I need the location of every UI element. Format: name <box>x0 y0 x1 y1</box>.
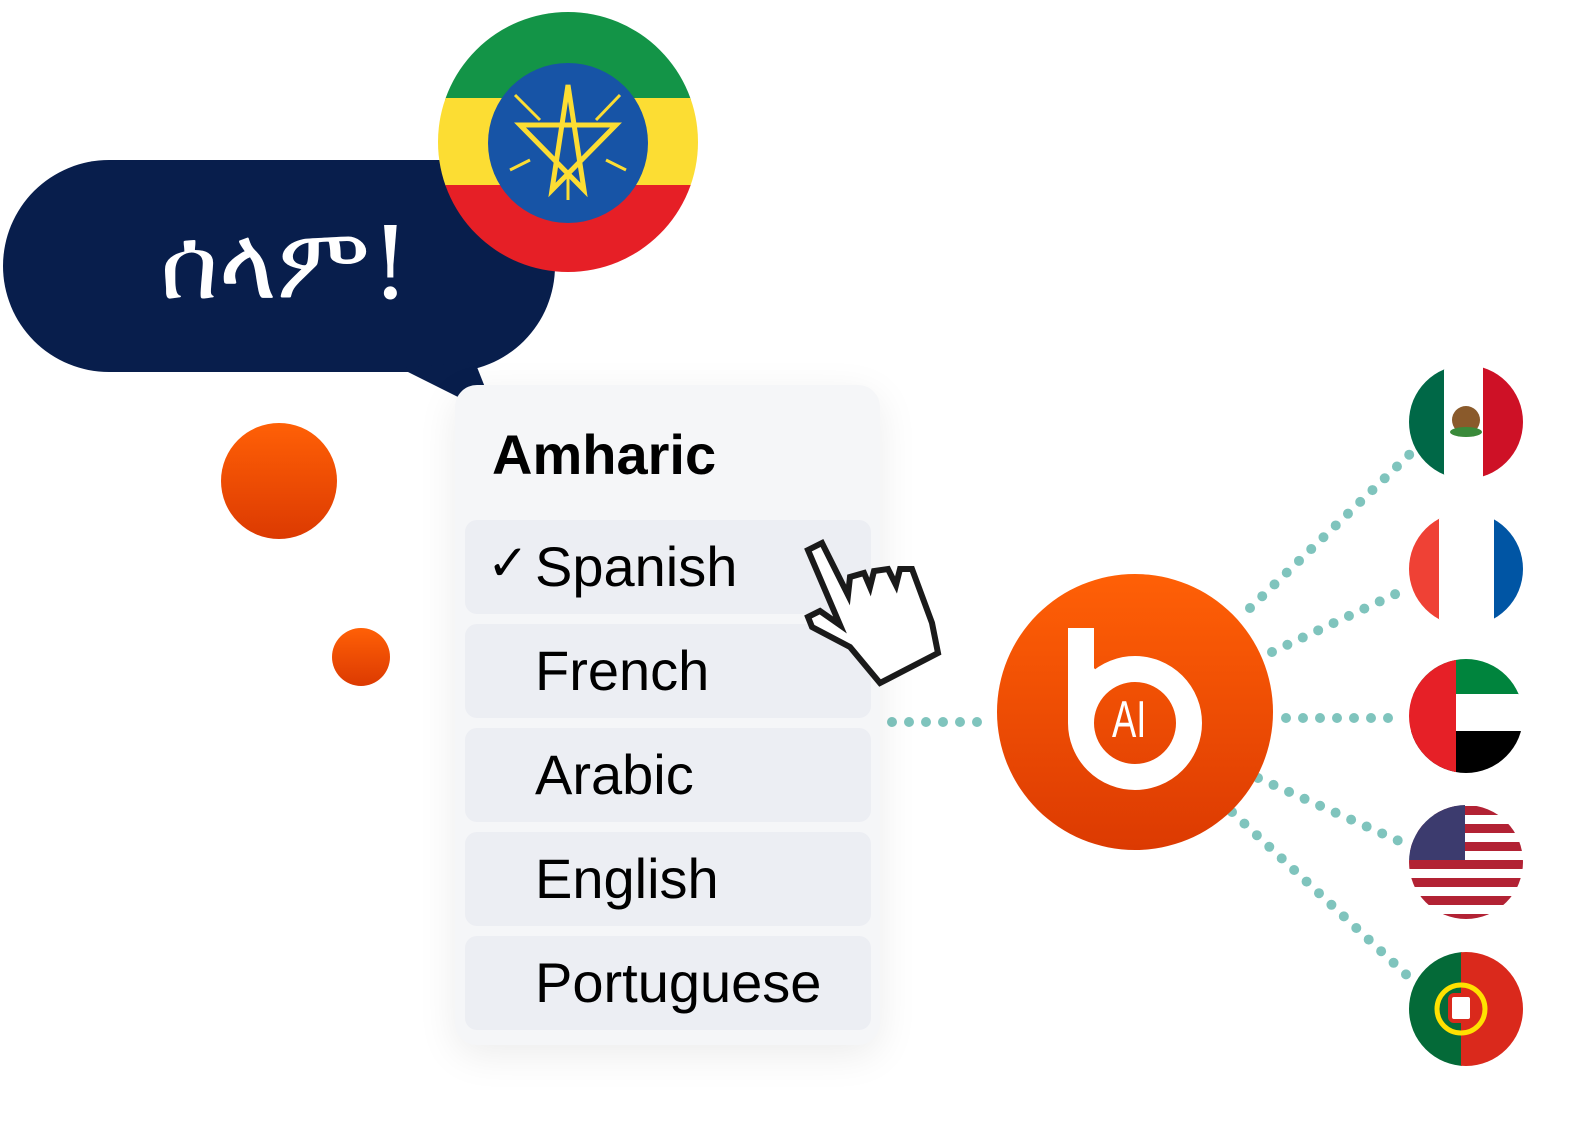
language-option-english[interactable]: English <box>465 832 871 926</box>
check-icon: ✓ <box>487 535 529 591</box>
greeting-text: ሰላም! <box>160 205 411 322</box>
portugal-flag-icon <box>1409 952 1523 1066</box>
option-label: Arabic <box>535 743 694 806</box>
option-label: French <box>535 639 710 702</box>
language-option-french[interactable]: French <box>465 624 871 718</box>
uae-flag-icon <box>1409 659 1523 773</box>
language-option-arabic[interactable]: Arabic <box>465 728 871 822</box>
usa-flag-icon <box>1409 805 1523 919</box>
pointer-hand-cursor-icon <box>804 538 942 687</box>
language-option-spanish[interactable]: ✓ Spanish <box>465 520 871 614</box>
option-label: Portuguese <box>535 951 822 1014</box>
logo-text: AI <box>1112 691 1147 749</box>
option-label: Spanish <box>535 535 738 598</box>
decor-dot-small <box>332 628 390 686</box>
option-label: English <box>535 847 719 910</box>
connector-lines <box>887 447 1417 985</box>
decor-dot-large <box>221 423 337 539</box>
mexico-flag-icon <box>1409 365 1523 479</box>
language-option-portuguese[interactable]: Portuguese <box>465 936 871 1030</box>
brand-logo <box>997 574 1273 850</box>
dropdown-title: Amharic <box>492 423 717 486</box>
france-flag-icon <box>1409 512 1523 626</box>
